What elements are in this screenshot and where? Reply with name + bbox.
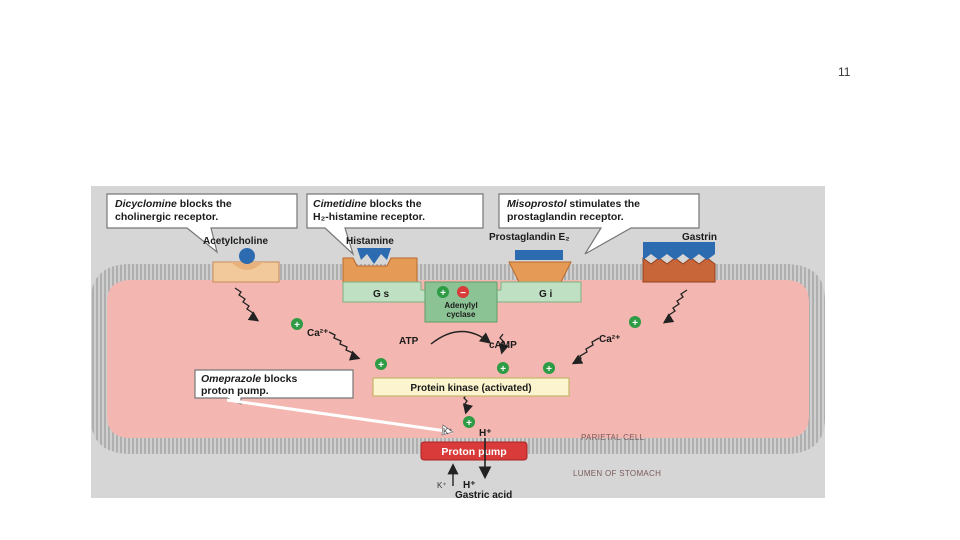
- protein-kinase-box: [372, 377, 570, 397]
- plus-text-ca-left: +: [294, 320, 300, 331]
- signal-arrow-gastrin: [662, 289, 688, 324]
- proton-pump: [420, 441, 528, 461]
- histamine-molecule: [357, 248, 391, 264]
- parietal-cell-diagram: Dicyclomine blocks the cholinergic recep…: [91, 186, 825, 498]
- omeprazole-arrowhead: [441, 424, 454, 436]
- plus-icon-kinase-left: [375, 358, 387, 370]
- label-gi: G i: [539, 289, 553, 300]
- gs-plus-text: +: [440, 288, 446, 299]
- callout-cimetidine: Cimetidine blocks the H₂-histamine recep…: [306, 193, 484, 256]
- gs-protein: G s: [342, 281, 432, 303]
- callout-cimetidine-line2: H₂-histamine receptor.: [313, 211, 425, 223]
- label-atp: ATP: [399, 336, 419, 347]
- gastrin-receptor: [642, 242, 716, 283]
- gastrin-molecule: [643, 242, 715, 260]
- signal-arrow-ca-left: [328, 331, 361, 361]
- gi-inhibition-minus-icon: [457, 286, 469, 298]
- label-cyclase: cyclase: [447, 310, 476, 319]
- label-adenylyl: Adenylyl: [444, 301, 477, 310]
- label-h-in: H⁺: [479, 428, 492, 439]
- atp-to-camp-arrow: [430, 330, 492, 345]
- label-ca-right: Ca²⁺: [599, 334, 620, 345]
- callout-omeprazole-drug: Omeprazole: [201, 373, 261, 385]
- gi-minus-text: −: [460, 288, 466, 299]
- cholinergic-receptor: [212, 248, 280, 283]
- svg-text:Misoprostol stimulates the: Misoprostol stimulates the: [507, 198, 640, 210]
- plus-text-pump: +: [466, 418, 472, 429]
- callout-misoprostol-line2: prostaglandin receptor.: [507, 211, 624, 223]
- proton-pump-label: Proton pump: [441, 446, 506, 458]
- label-h-out: H⁺: [463, 480, 476, 491]
- label-gs: G s: [373, 289, 390, 300]
- callout-cimetidine-drug: Cimetidine: [313, 198, 367, 210]
- label-prostaglandin: Prostaglandin E₂: [489, 232, 570, 243]
- acetylcholine-molecule: [239, 248, 255, 264]
- plus-text-ca-right: +: [632, 318, 638, 329]
- protein-kinase-label: Protein kinase (activated): [410, 383, 531, 394]
- label-k-out: K⁺: [437, 481, 447, 490]
- callout-misoprostol: Misoprostol stimulates the prostaglandin…: [498, 193, 700, 255]
- signal-arrow-ca-right: [571, 337, 600, 365]
- callout-dicyclomine-line2: cholinergic receptor.: [115, 211, 218, 223]
- cell-membrane-right: [809, 304, 825, 414]
- callout-omeprazole-rest: blocks: [261, 373, 297, 385]
- gi-protein: G i: [490, 281, 582, 303]
- plus-text-kinase-left: +: [378, 360, 384, 371]
- cell-membrane-bottom: [91, 412, 825, 454]
- plus-text-camp: +: [500, 364, 506, 375]
- signal-arrow-camp: [498, 333, 509, 355]
- label-parietal-cell: PARIETAL CELL: [581, 433, 645, 442]
- plus-icon-pump: [463, 416, 475, 428]
- callout-omeprazole-line2: proton pump.: [201, 385, 269, 397]
- signal-arrow-acetylcholine: [234, 287, 260, 322]
- label-histamine: Histamine: [346, 236, 394, 247]
- plus-text-kinase-right: +: [546, 364, 552, 375]
- svg-text:Omeprazole blocks: Omeprazole blocks: [201, 373, 297, 385]
- plus-icon-camp: [497, 362, 509, 374]
- callout-dicyclomine: Dicyclomine blocks the cholinergic recep…: [106, 193, 298, 254]
- plus-icon-ca-left: [291, 318, 303, 330]
- label-k-in: K⁺: [443, 427, 453, 436]
- gs-stimulation-plus-icon: [437, 286, 449, 298]
- plus-icon-kinase-right: [543, 362, 555, 374]
- omeprazole-arrow: [226, 398, 454, 434]
- callout-dicyclomine-rest: blocks the: [177, 198, 232, 210]
- label-gastrin: Gastrin: [682, 232, 717, 243]
- svg-text:Dicyclomine blocks the: Dicyclomine blocks the: [115, 198, 232, 210]
- slide-page-number: 11: [838, 65, 851, 79]
- callout-cimetidine-rest: blocks the: [367, 198, 422, 210]
- cell-membrane-left: [91, 304, 107, 414]
- label-ca-left: Ca²⁺: [307, 328, 328, 339]
- plus-icon-ca-right: [629, 316, 641, 328]
- adenylyl-cyclase: + − Adenylyl cyclase: [424, 281, 498, 323]
- label-gastric-acid: Gastric acid: [455, 490, 512, 498]
- callout-dicyclomine-drug: Dicyclomine: [115, 198, 177, 210]
- prostaglandin-receptor: [508, 250, 572, 283]
- label-lumen: LUMEN OF STOMACH: [573, 469, 661, 478]
- callout-misoprostol-rest: stimulates the: [567, 198, 641, 210]
- callout-misoprostol-drug: Misoprostol: [507, 198, 568, 210]
- svg-text:Cimetidine blocks the: Cimetidine blocks the: [313, 198, 422, 210]
- label-camp: cAMP: [489, 340, 517, 351]
- prostaglandin-molecule: [515, 250, 563, 260]
- label-acetylcholine: Acetylcholine: [203, 236, 268, 247]
- signal-arrow-kinase: [462, 393, 473, 415]
